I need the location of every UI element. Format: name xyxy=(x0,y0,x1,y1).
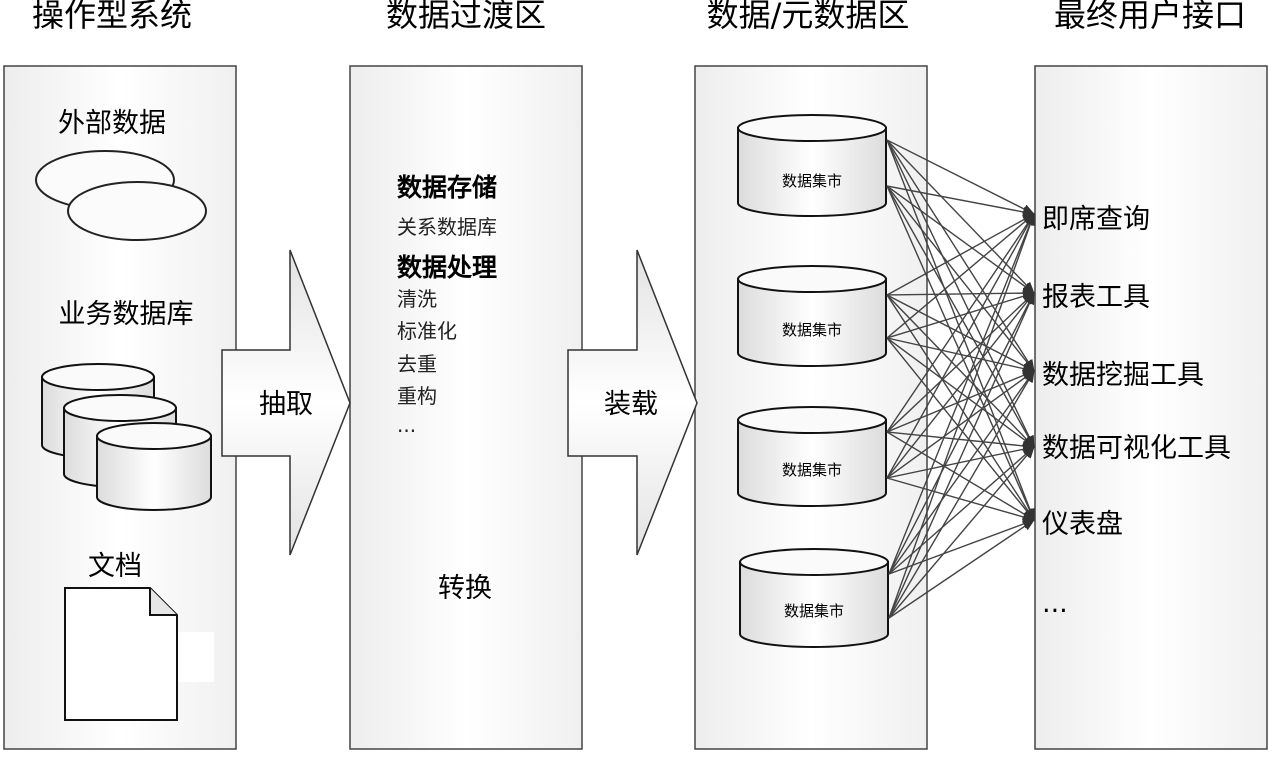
header-operational: 操作型系统 xyxy=(32,0,192,34)
storage-item: 关系数据库 xyxy=(397,215,497,239)
connector-line xyxy=(886,213,1035,339)
header-staging: 数据过渡区 xyxy=(386,0,546,34)
connector-line xyxy=(886,444,1035,479)
connector-line xyxy=(886,213,1035,479)
connector-line xyxy=(886,288,1035,299)
connector-line xyxy=(888,213,1035,619)
connector-line xyxy=(886,185,1035,448)
load-arrow: 装载 xyxy=(567,249,698,556)
data-mart-2: 数据集市 xyxy=(737,265,887,367)
transform-label: 转换 xyxy=(438,573,492,604)
panel-staging xyxy=(349,65,583,750)
data-mart-1: 数据集市 xyxy=(737,114,887,217)
processing-title: 数据处理 xyxy=(397,253,497,282)
data-mart-4: 数据集市 xyxy=(739,548,889,648)
connector-line xyxy=(886,294,1035,372)
connector-line xyxy=(886,477,1035,522)
connector-line xyxy=(886,185,1035,521)
connector-line xyxy=(886,337,1035,521)
processing-item-cleanse: 清洗 xyxy=(397,287,437,311)
connector-line xyxy=(888,213,1035,575)
connector-line xyxy=(888,370,1035,619)
external-data-icon xyxy=(35,150,207,241)
processing-item-dedupe: 去重 xyxy=(397,352,437,376)
connector-line xyxy=(888,292,1035,575)
tool-data-visualization[interactable]: 数据可视化工具 xyxy=(1042,433,1231,464)
connector-line xyxy=(886,213,1035,433)
connector-line xyxy=(886,294,1035,521)
connector-line xyxy=(886,337,1035,448)
connector-line xyxy=(886,139,1035,294)
document-label: 文档 xyxy=(88,551,142,582)
processing-item-more: ... xyxy=(397,413,416,437)
processing-item-standardize: 标准化 xyxy=(397,319,457,343)
connector-line xyxy=(886,139,1035,372)
extract-label: 抽取 xyxy=(259,389,313,420)
data-mart-label: 数据集市 xyxy=(782,321,842,339)
mart-to-tool-connectors xyxy=(886,139,1035,619)
header-metadata: 数据/元数据区 xyxy=(707,0,910,34)
connector-line xyxy=(888,519,1035,619)
connector-line xyxy=(886,139,1035,215)
data-mart-label: 数据集市 xyxy=(782,461,842,479)
connector-line xyxy=(888,446,1035,575)
connector-line xyxy=(886,292,1035,433)
connector-line xyxy=(888,370,1035,575)
load-label: 装载 xyxy=(604,389,658,420)
tool-more: ... xyxy=(1042,588,1068,619)
data-mart-label: 数据集市 xyxy=(782,172,842,190)
tool-reporting[interactable]: 报表工具 xyxy=(1042,282,1150,313)
panel-end-user xyxy=(1034,65,1268,750)
header-end-user: 最终用户接口 xyxy=(1054,0,1246,34)
connector-line xyxy=(886,337,1035,374)
connector-line xyxy=(888,446,1035,619)
connector-line xyxy=(886,370,1035,433)
data-mart-3: 数据集市 xyxy=(737,406,887,507)
business-db-icon xyxy=(41,363,212,511)
connector-line xyxy=(886,294,1035,448)
tool-ad-hoc-query[interactable]: 即席查询 xyxy=(1042,204,1150,235)
connector-line xyxy=(886,291,1035,339)
tool-data-mining[interactable]: 数据挖掘工具 xyxy=(1042,360,1204,391)
extract-arrow: 抽取 xyxy=(221,249,351,556)
connector-line xyxy=(886,370,1035,479)
data-mart-label: 数据集市 xyxy=(784,602,844,620)
business-db-label: 业务数据库 xyxy=(59,299,194,330)
connector-line xyxy=(886,292,1035,479)
storage-title: 数据存储 xyxy=(397,173,497,202)
external-data-label: 外部数据 xyxy=(58,108,166,139)
connector-line xyxy=(886,213,1035,296)
tool-dashboard[interactable]: 仪表盘 xyxy=(1042,509,1123,540)
connector-line xyxy=(888,292,1035,619)
document-icon xyxy=(64,587,214,721)
processing-item-restructure: 重构 xyxy=(397,384,437,408)
connector-line xyxy=(886,185,1035,217)
